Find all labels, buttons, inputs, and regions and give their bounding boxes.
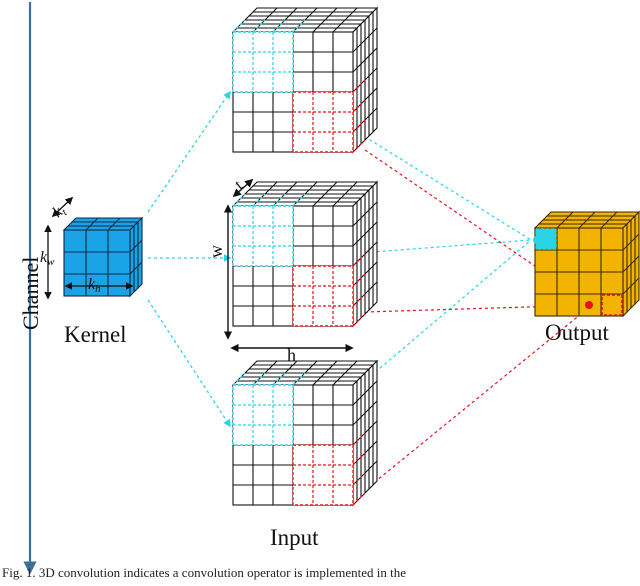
input-label: Input bbox=[270, 525, 319, 550]
svg-text:kt: kt bbox=[50, 201, 71, 223]
svg-text:kw: kw bbox=[40, 249, 55, 268]
kernel-t-sub: t bbox=[60, 206, 71, 218]
kernel-w-sub: w bbox=[47, 256, 55, 268]
figure-caption: Fig. 1. 3D convolution indicates a convo… bbox=[2, 565, 407, 580]
dim-w-label: w bbox=[206, 245, 226, 258]
dim-h-label: h bbox=[287, 345, 296, 365]
kernel-w-label: k bbox=[40, 249, 48, 266]
kernel-label: Kernel bbox=[64, 322, 127, 347]
input-cube-bottom bbox=[231, 359, 379, 507]
kernel-dimension-markers: kw kh kt bbox=[40, 196, 134, 300]
channel-label: Channel bbox=[18, 257, 43, 330]
output-label: Output bbox=[545, 320, 610, 345]
kernel-h-label: k bbox=[88, 276, 96, 293]
svg-text:kh: kh bbox=[88, 276, 101, 295]
input-cube-middle bbox=[231, 180, 379, 328]
output-cube bbox=[533, 210, 640, 318]
channel-axis: Channel bbox=[18, 2, 43, 575]
kernel-h-sub: h bbox=[95, 283, 101, 295]
kernel-cube bbox=[62, 216, 144, 298]
input-cube-top bbox=[231, 6, 379, 154]
